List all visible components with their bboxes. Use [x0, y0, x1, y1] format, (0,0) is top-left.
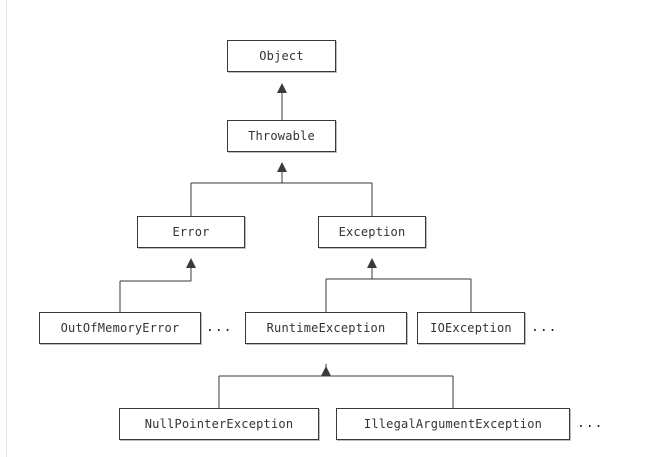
arrowhead-exception [367, 258, 377, 268]
node-io-exception: IOException [417, 312, 525, 344]
ellipsis-runtime-more: ... [577, 416, 604, 431]
node-object: Object [227, 40, 336, 72]
arrowhead-throwable [277, 162, 287, 172]
node-runtime-exception: RuntimeException [245, 312, 407, 344]
ellipsis-error-more: ... [206, 320, 233, 335]
node-throwable: Throwable [227, 120, 336, 152]
arrowhead-error [186, 258, 196, 268]
arrowhead-object [277, 83, 287, 93]
node-error: Error [137, 216, 245, 248]
left-border-line [6, 0, 7, 457]
node-illegal-argument-exception: IllegalArgumentException [336, 408, 570, 440]
node-exception: Exception [318, 216, 426, 248]
arrowhead-runtime-exception [321, 366, 331, 376]
node-out-of-memory-error: OutOfMemoryError [39, 312, 201, 344]
ellipsis-exception-more: ... [531, 320, 558, 335]
node-null-pointer-exception: NullPointerException [119, 408, 319, 440]
